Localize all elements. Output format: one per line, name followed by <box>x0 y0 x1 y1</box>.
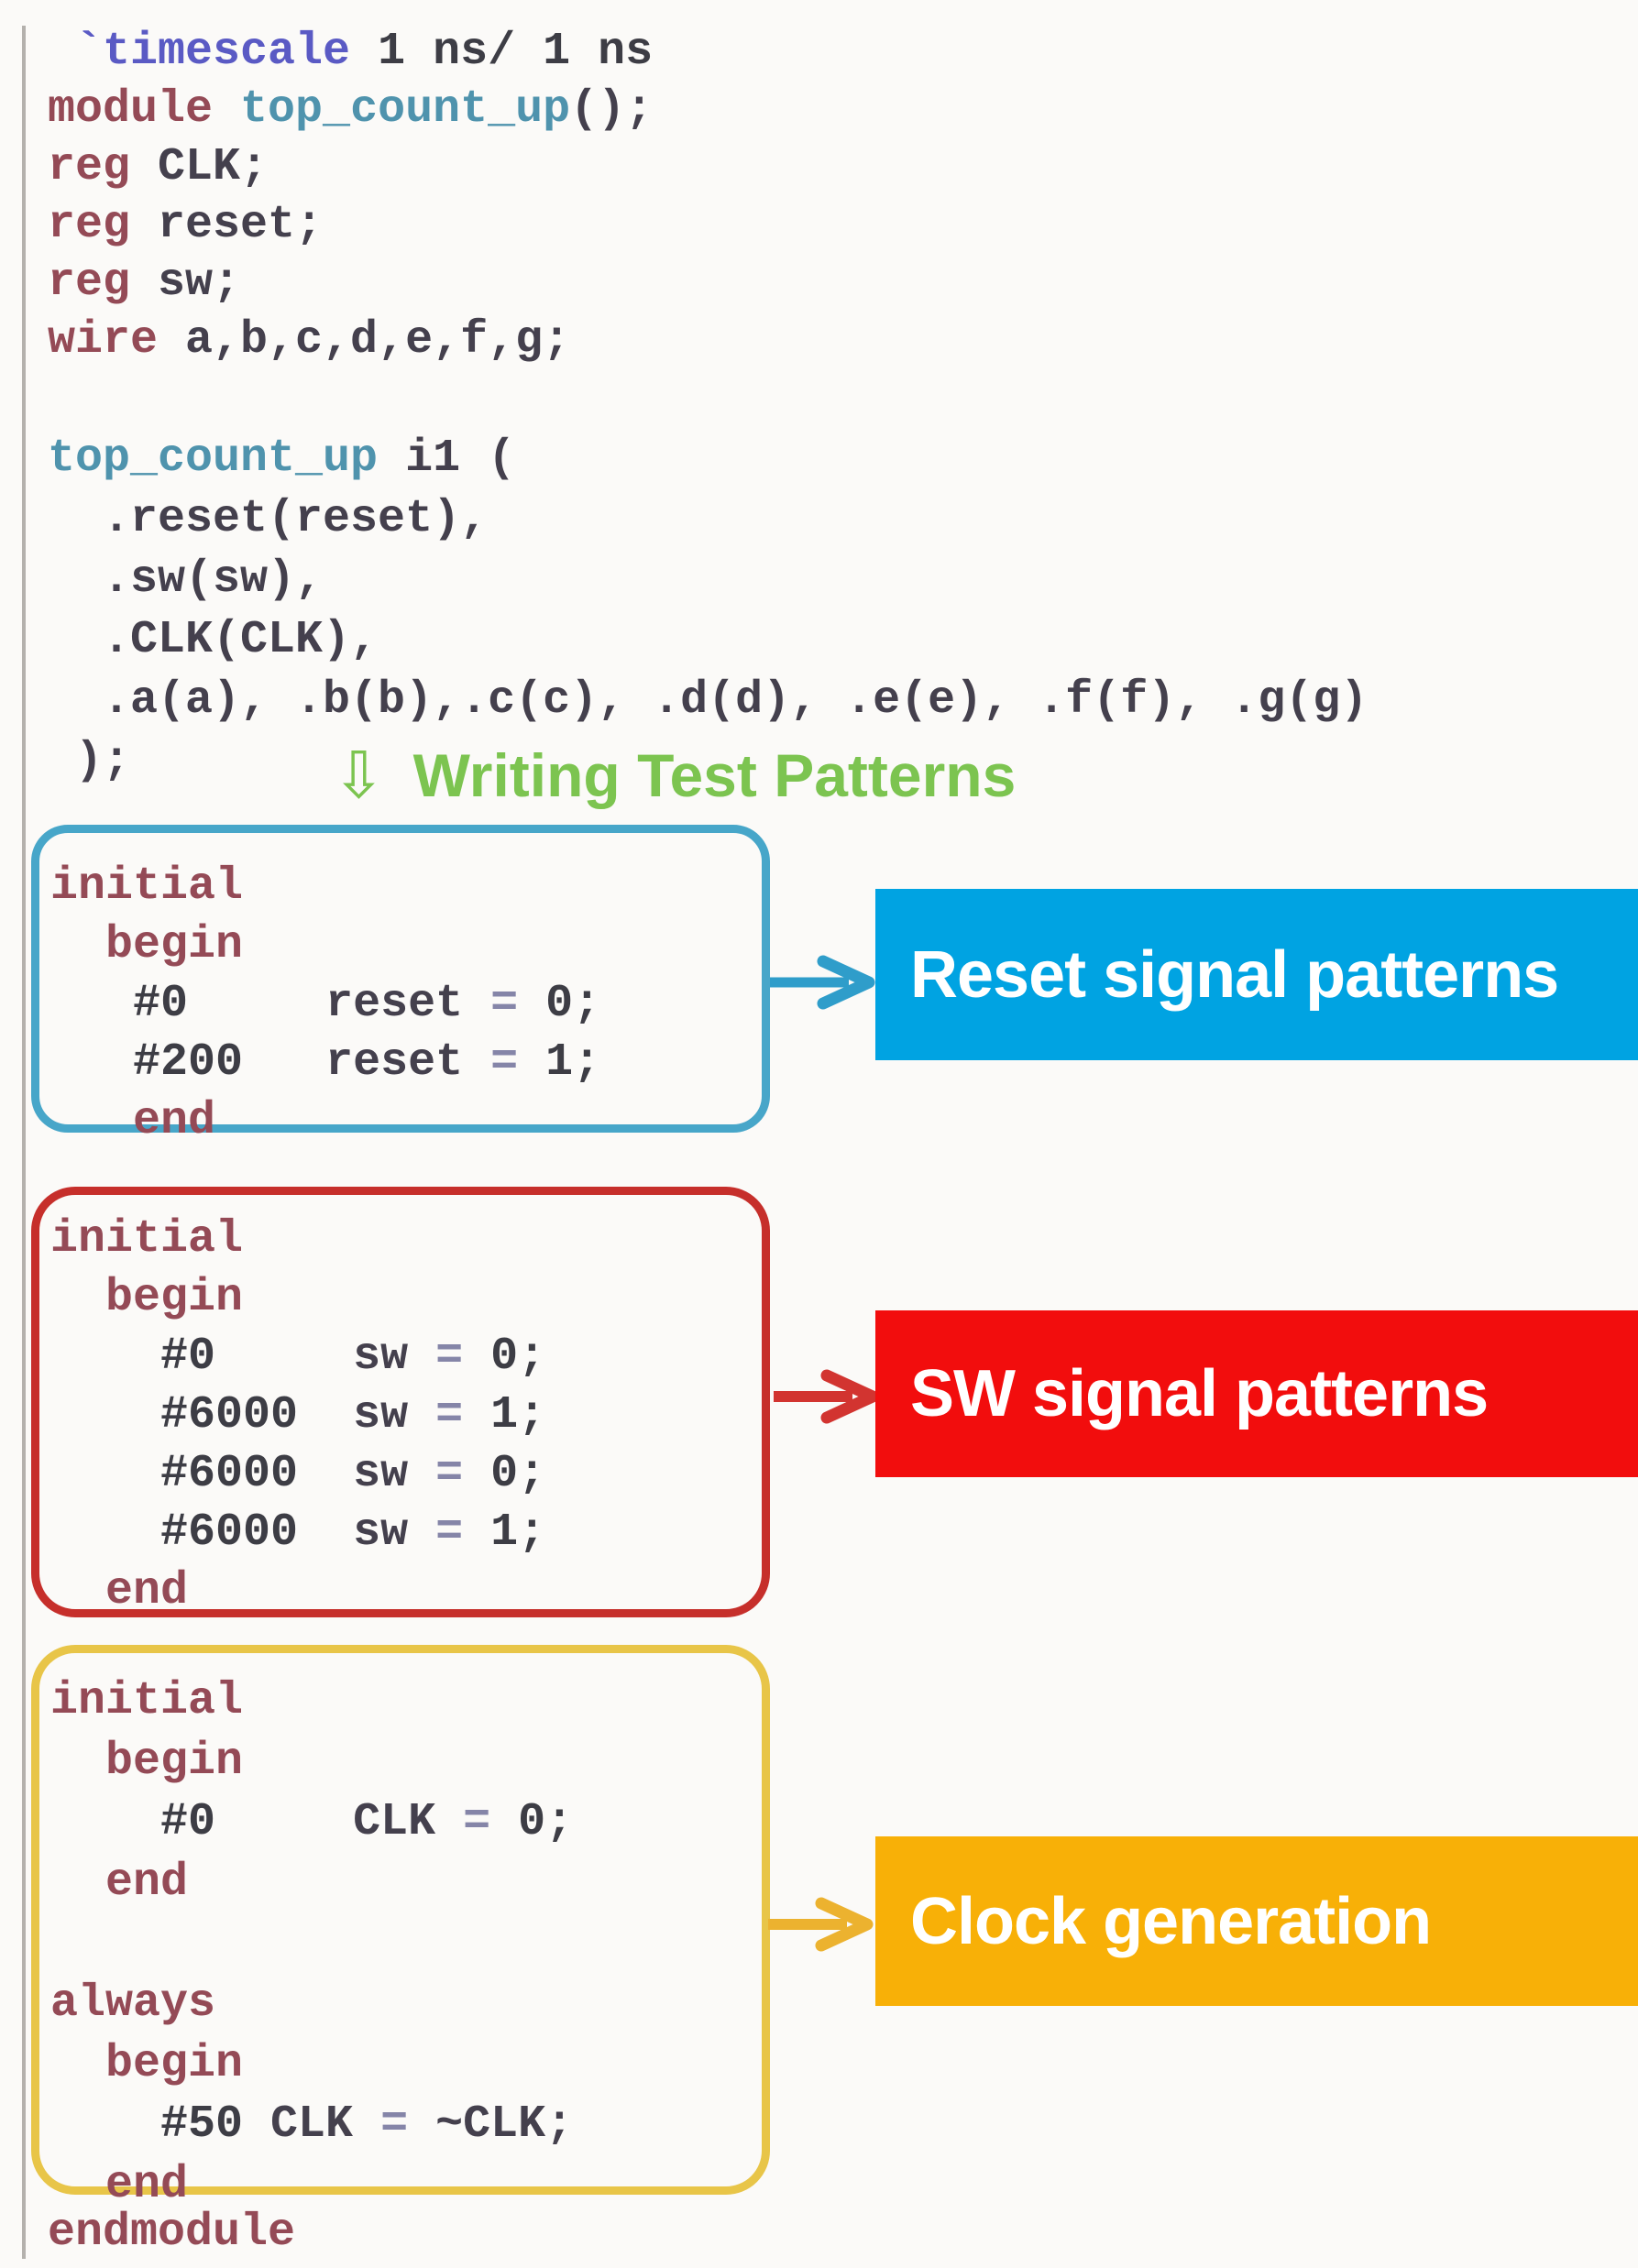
clock-label-text: Clock generation <box>910 1884 1432 1958</box>
code-line: ); <box>48 735 131 787</box>
code-line: end <box>50 1857 189 1909</box>
code-line: endmodule <box>48 2207 296 2259</box>
code-line: end <box>50 2159 189 2211</box>
section-heading-text: Writing Test Patterns <box>412 741 1017 809</box>
reset-arrow-icon <box>770 955 875 1010</box>
code-line: #200 reset = 1; <box>50 1036 601 1089</box>
code-endmodule: endmodule <box>48 2203 295 2263</box>
code-line: begin <box>50 919 244 971</box>
code-sw-block: initial begin #0 sw = 0; #6000 sw = 1; #… <box>50 1211 545 1621</box>
code-line: #50 CLK = ~CLK; <box>50 2098 574 2151</box>
clock-arrow-icon <box>768 1897 874 1952</box>
clock-pattern-box <box>31 1645 770 2195</box>
code-line: initial <box>50 1213 244 1265</box>
code-line: reg reset; <box>48 199 324 251</box>
code-line: #0 sw = 0; <box>50 1331 546 1383</box>
code-line: always <box>50 1978 216 2030</box>
section-heading: ⇩ Writing Test Patterns <box>332 738 1017 813</box>
code-line: #6000 sw = 1; <box>50 1507 546 1559</box>
code-line: #0 reset = 0; <box>50 978 601 1030</box>
code-clock-block: initial begin #0 CLK = 0; end always beg… <box>50 1671 573 2216</box>
code-reset-block: initial begin #0 reset = 0; #200 reset =… <box>50 858 600 1151</box>
code-line: reg sw; <box>48 257 241 309</box>
code-line: begin <box>50 1272 244 1324</box>
clock-label: Clock generation <box>875 1836 1638 2006</box>
code-line: reg CLK; <box>48 141 269 193</box>
code-line: begin <box>50 2038 244 2090</box>
sw-label-text: SW signal patterns <box>910 1357 1489 1430</box>
down-arrow-icon: ⇩ <box>332 738 386 813</box>
code-line: initial <box>50 860 244 913</box>
reset-pattern-box <box>31 825 770 1133</box>
code-line: .CLK(CLK), <box>48 614 379 666</box>
sw-pattern-box <box>31 1187 770 1617</box>
code-line: #6000 sw = 1; <box>50 1389 546 1441</box>
code-line: top_count_up i1 ( <box>48 433 516 485</box>
code-line: .reset(reset), <box>48 493 489 545</box>
code-line: module top_count_up(); <box>48 83 654 136</box>
code-instantiation: top_count_up i1 ( .reset(reset), .sw(sw)… <box>48 429 1368 792</box>
reset-label-text: Reset signal patterns <box>910 937 1559 1012</box>
code-line: wire a,b,c,d,e,f,g; <box>48 314 571 367</box>
code-line: initial <box>50 1675 244 1727</box>
left-margin-rule <box>22 26 26 2259</box>
code-line: begin <box>50 1736 244 1788</box>
code-line: #0 CLK = 0; <box>50 1796 574 1848</box>
code-line: #6000 sw = 0; <box>50 1448 546 1500</box>
code-line: .sw(sw), <box>48 553 324 606</box>
code-line: end <box>50 1565 189 1617</box>
code-line <box>50 1913 573 1974</box>
sw-arrow-icon <box>774 1369 879 1424</box>
code-line: end <box>50 1095 216 1147</box>
code-line: .a(a), .b(b),.c(c), .d(d), .e(e), .f(f),… <box>48 674 1369 727</box>
code-line: `timescale 1 ns/ 1 ns <box>75 26 654 78</box>
reset-label: Reset signal patterns <box>875 889 1638 1060</box>
sw-label: SW signal patterns <box>875 1310 1638 1477</box>
